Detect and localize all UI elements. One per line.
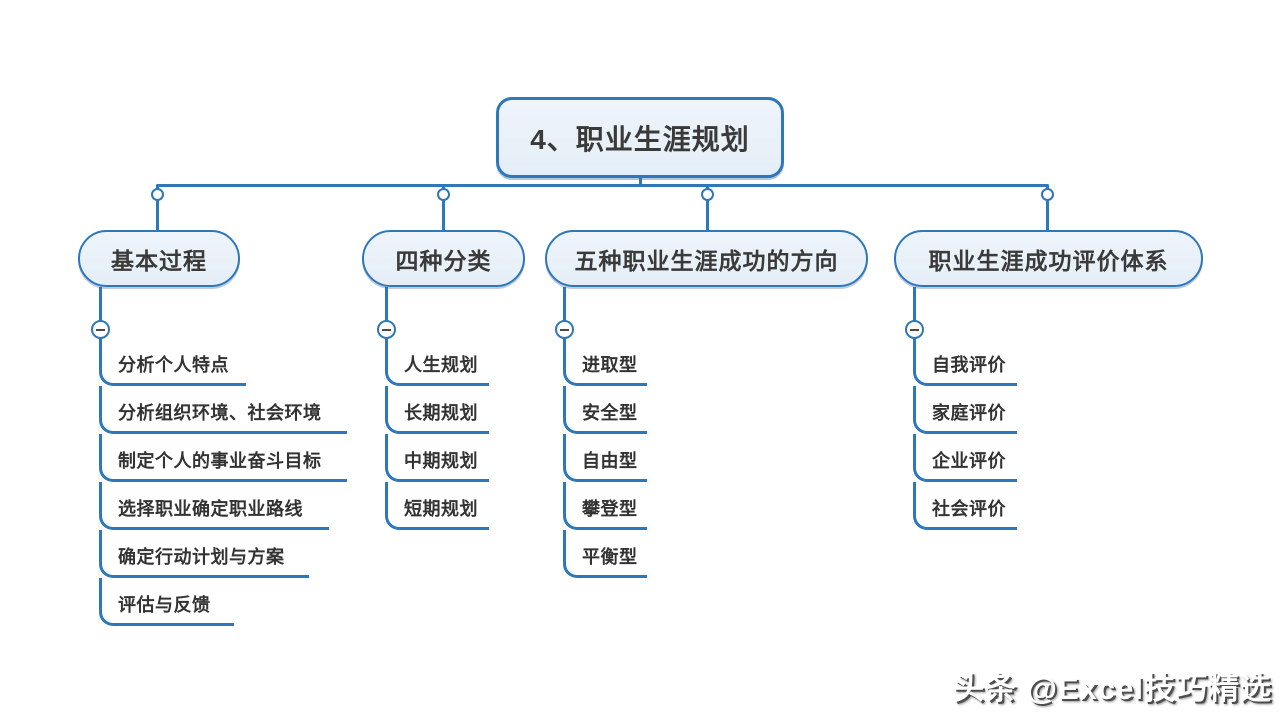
child-node-label: 自我评价 bbox=[932, 355, 1006, 375]
child-node[interactable]: 自我评价 bbox=[913, 339, 1017, 386]
child-node-label: 平衡型 bbox=[582, 547, 638, 567]
branch-connector-line bbox=[156, 184, 1049, 187]
branch-spine bbox=[99, 287, 102, 339]
branch-node-four-categories[interactable]: 四种分类 bbox=[362, 230, 525, 287]
collapse-minus-icon[interactable] bbox=[91, 320, 110, 339]
child-node-label: 安全型 bbox=[582, 403, 638, 423]
branch-node-label: 五种职业生涯成功的方向 bbox=[574, 247, 839, 274]
circle-dot-icon bbox=[701, 188, 714, 201]
toutiao-watermark: 头条 @Excel技巧精选 bbox=[953, 671, 1272, 706]
child-node[interactable]: 中期规划 bbox=[385, 434, 489, 482]
subtree-basic-process: 分析个人特点 分析组织环境、社会环境 制定个人的事业奋斗目标 选择职业确定职业路… bbox=[91, 287, 347, 626]
child-node[interactable]: 短期规划 bbox=[385, 482, 489, 530]
branch-node-evaluation-system[interactable]: 职业生涯成功评价体系 bbox=[894, 230, 1203, 287]
child-node-label: 社会评价 bbox=[932, 499, 1006, 519]
child-node-label: 自由型 bbox=[582, 451, 638, 471]
child-node-label: 短期规划 bbox=[404, 499, 478, 519]
child-node[interactable]: 分析组织环境、社会环境 bbox=[99, 386, 347, 434]
branch-drop-line bbox=[706, 185, 709, 231]
child-node[interactable]: 自由型 bbox=[563, 434, 647, 482]
child-node[interactable]: 进取型 bbox=[563, 339, 647, 386]
child-node-label: 进取型 bbox=[582, 355, 638, 375]
child-node[interactable]: 分析个人特点 bbox=[99, 339, 246, 386]
child-node-label: 选择职业确定职业路线 bbox=[118, 499, 303, 519]
child-node[interactable]: 评估与反馈 bbox=[99, 578, 234, 626]
child-node-label: 攀登型 bbox=[582, 499, 638, 519]
child-node-label: 分析组织环境、社会环境 bbox=[118, 403, 322, 423]
child-node-label: 分析个人特点 bbox=[118, 355, 229, 375]
child-node[interactable]: 企业评价 bbox=[913, 434, 1017, 482]
branch-drop-line bbox=[1046, 185, 1049, 231]
child-node-label: 中期规划 bbox=[404, 451, 478, 471]
child-node[interactable]: 家庭评价 bbox=[913, 386, 1017, 434]
branch-drop-line bbox=[442, 185, 445, 231]
root-node[interactable]: 4、职业生涯规划 bbox=[496, 97, 784, 178]
branch-node-label: 基本过程 bbox=[111, 247, 207, 274]
branch-drop-line bbox=[156, 185, 159, 231]
child-node[interactable]: 选择职业确定职业路线 bbox=[99, 482, 329, 530]
root-connector-stub bbox=[639, 176, 642, 185]
circle-dot-icon bbox=[151, 188, 164, 201]
subtree-four-categories: 人生规划 长期规划 中期规划 短期规划 bbox=[377, 287, 489, 530]
child-node-label: 企业评价 bbox=[932, 451, 1006, 471]
circle-dot-icon bbox=[1041, 188, 1054, 201]
circle-dot-icon bbox=[437, 188, 450, 201]
child-node[interactable]: 人生规划 bbox=[385, 339, 489, 386]
collapse-minus-icon[interactable] bbox=[377, 320, 396, 339]
child-node-label: 人生规划 bbox=[404, 355, 478, 375]
branch-node-five-success-directions[interactable]: 五种职业生涯成功的方向 bbox=[545, 230, 868, 287]
branch-node-basic-process[interactable]: 基本过程 bbox=[78, 230, 240, 287]
child-node-label: 长期规划 bbox=[404, 403, 478, 423]
child-node[interactable]: 安全型 bbox=[563, 386, 647, 434]
branch-spine bbox=[385, 287, 388, 339]
child-node[interactable]: 确定行动计划与方案 bbox=[99, 530, 309, 578]
branch-node-label: 职业生涯成功评价体系 bbox=[928, 247, 1169, 274]
root-node-label: 4、职业生涯规划 bbox=[530, 123, 750, 155]
child-node[interactable]: 制定个人的事业奋斗目标 bbox=[99, 434, 347, 482]
child-node-label: 制定个人的事业奋斗目标 bbox=[118, 451, 322, 471]
child-node-label: 家庭评价 bbox=[932, 403, 1006, 423]
branch-spine bbox=[913, 287, 916, 339]
subtree-five-success-directions: 进取型 安全型 自由型 攀登型 平衡型 bbox=[555, 287, 647, 578]
child-node[interactable]: 平衡型 bbox=[563, 530, 647, 578]
child-node[interactable]: 攀登型 bbox=[563, 482, 647, 530]
child-node-label: 确定行动计划与方案 bbox=[118, 547, 285, 567]
branch-spine bbox=[563, 287, 566, 339]
child-node[interactable]: 长期规划 bbox=[385, 386, 489, 434]
collapse-minus-icon[interactable] bbox=[905, 320, 924, 339]
subtree-evaluation-system: 自我评价 家庭评价 企业评价 社会评价 bbox=[905, 287, 1017, 530]
branch-node-label: 四种分类 bbox=[395, 247, 492, 274]
child-node[interactable]: 社会评价 bbox=[913, 482, 1017, 530]
child-node-label: 评估与反馈 bbox=[118, 595, 211, 615]
collapse-minus-icon[interactable] bbox=[555, 320, 574, 339]
